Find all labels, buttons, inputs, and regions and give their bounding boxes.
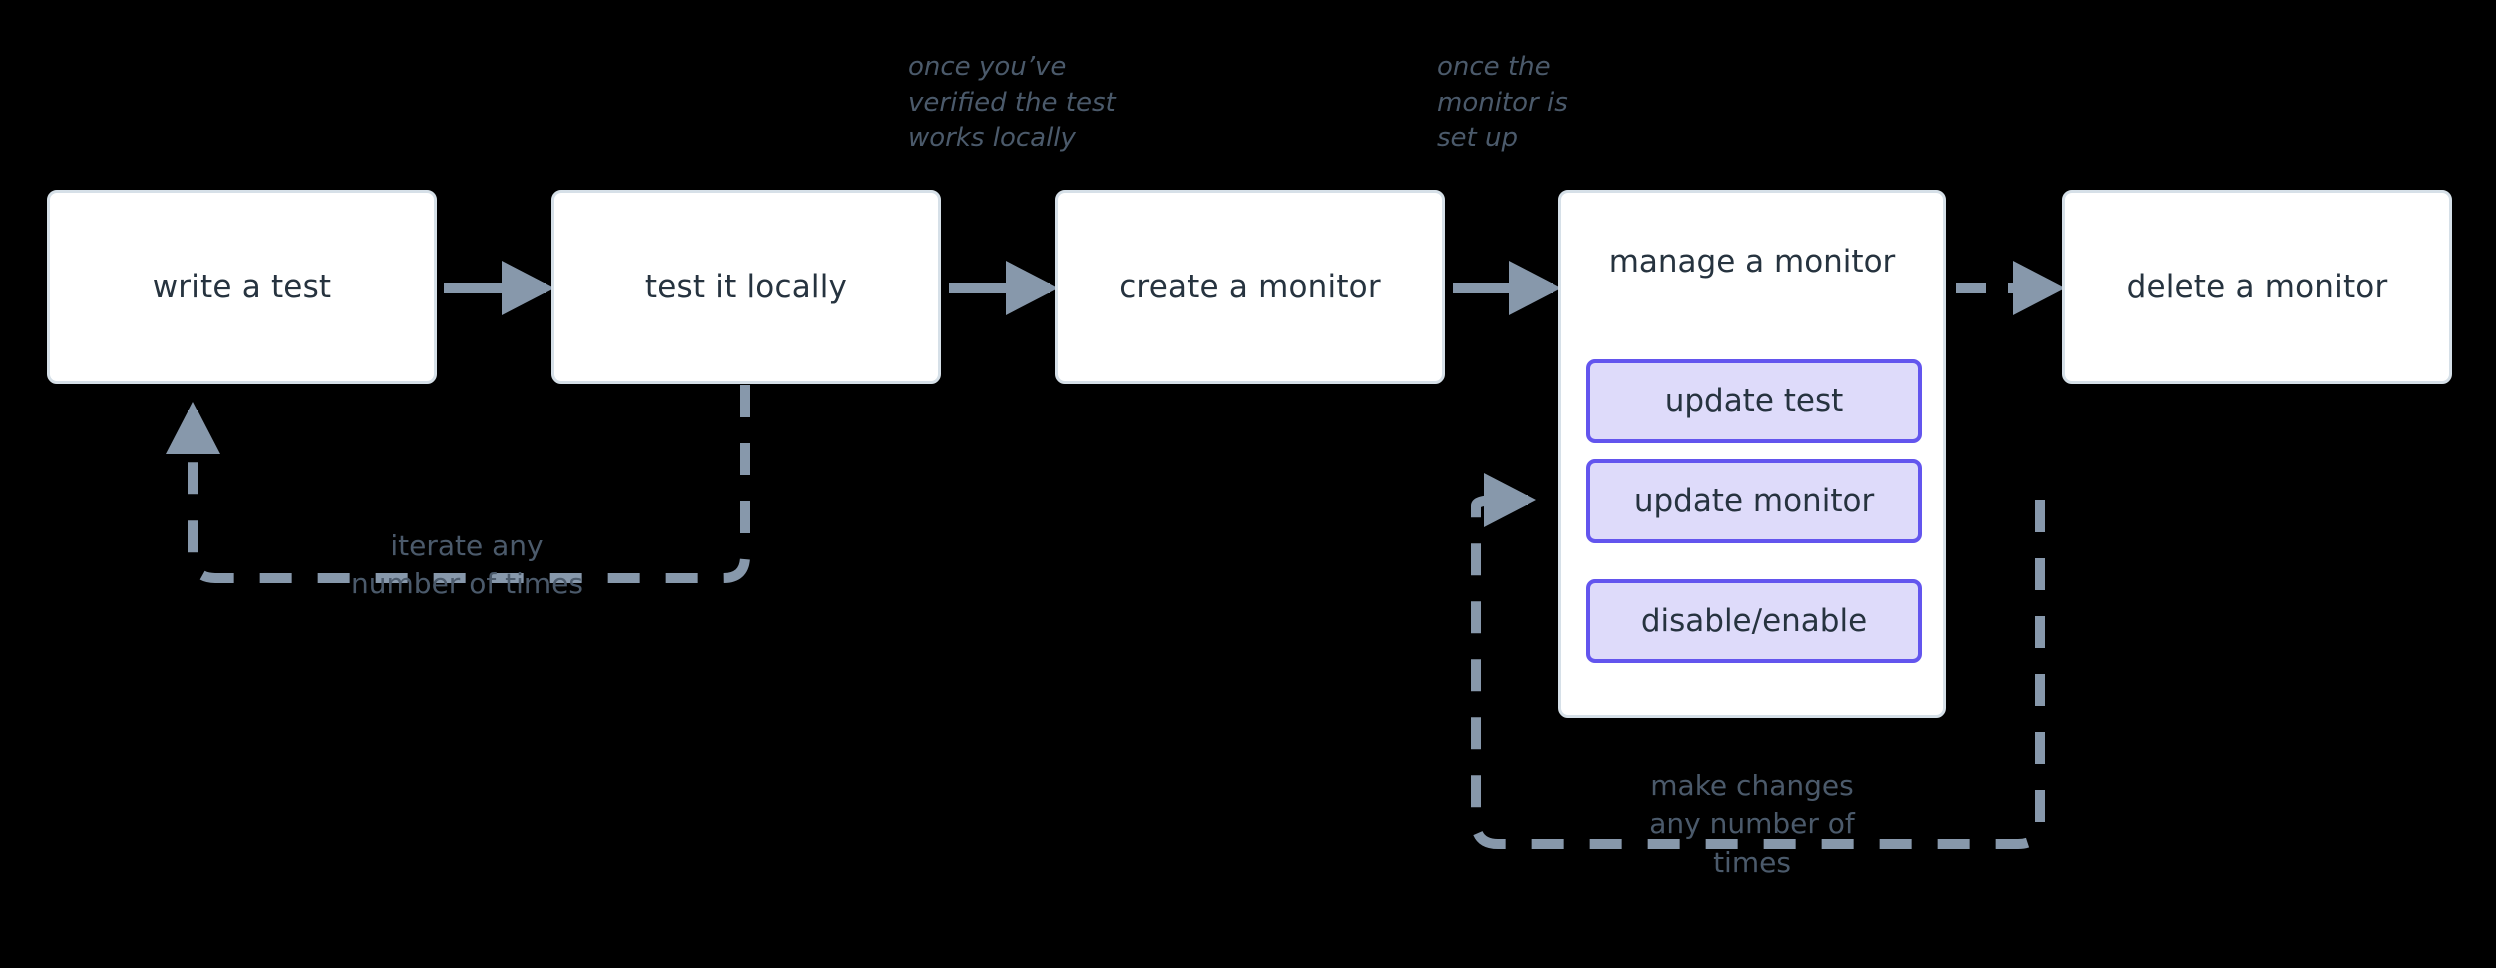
edge-note-setup: once the monitor is set up [1437,52,1568,154]
node-label-delete-a-monitor: delete a monitor [2126,268,2388,305]
node-label-write-a-test: write a test [152,268,332,305]
subnode-update-monitor[interactable]: update monitor [1586,459,1922,543]
node-label-create-a-monitor: create a monitor [1119,268,1381,305]
edge-note-verified: once you’ve verified the test works loca… [908,52,1116,154]
loop-note-iterate: iterate any number of times [351,529,583,601]
subnode-label-update-monitor: update monitor [1633,482,1875,519]
node-manage-a-monitor[interactable]: manage a monitor update test update moni… [1558,190,1946,718]
node-label-test-it-locally: test it locally [644,268,848,305]
node-write-a-test[interactable]: write a test [47,190,437,384]
node-test-it-locally[interactable]: test it locally [551,190,941,384]
node-create-a-monitor[interactable]: create a monitor [1055,190,1445,384]
node-delete-a-monitor[interactable]: delete a monitor [2062,190,2452,384]
subnode-update-test[interactable]: update test [1586,359,1922,443]
node-label-manage-a-monitor: manage a monitor [1608,244,1896,280]
subnode-disable-enable[interactable]: disable/enable [1586,579,1922,663]
loop-note-make-changes: make changes any number of times [1649,769,1855,879]
subnode-label-update-test: update test [1664,382,1844,419]
subnode-label-disable-enable: disable/enable [1640,602,1868,639]
